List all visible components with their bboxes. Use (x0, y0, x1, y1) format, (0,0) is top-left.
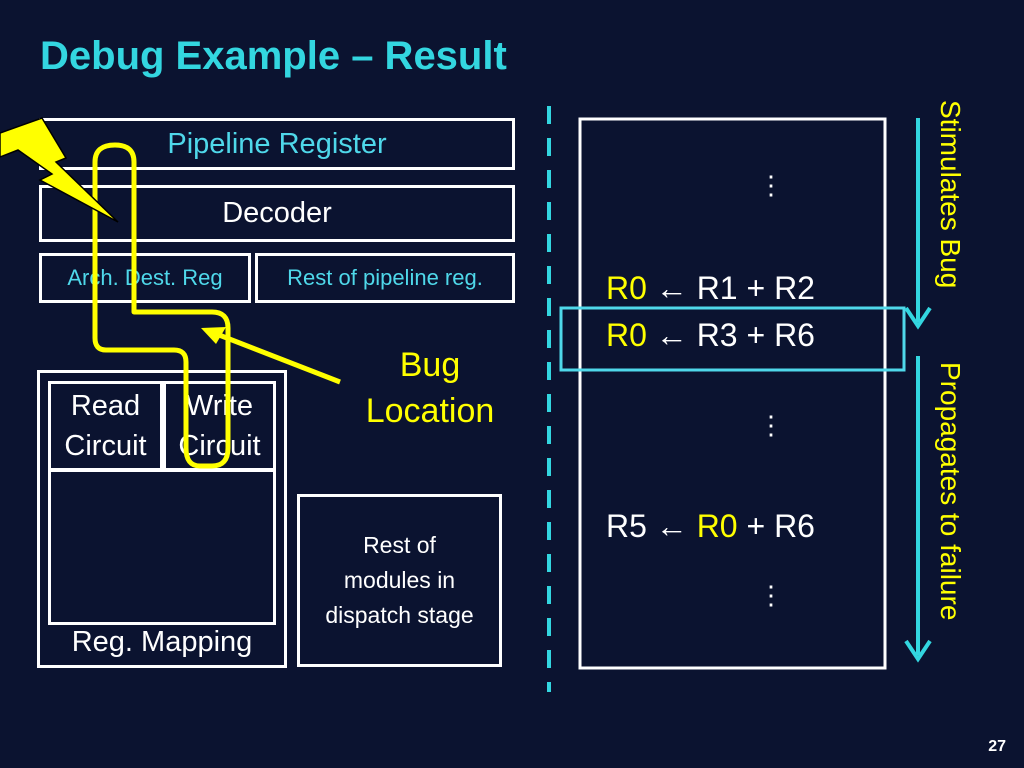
bug-location-line-1: Bug (399, 346, 461, 384)
read-circuit-label-2: Circuit (64, 430, 147, 462)
reg-mapping-box (37, 370, 287, 668)
instruction-3-operands: + R6 (737, 508, 815, 544)
bug-pointer-arrowhead (201, 327, 226, 344)
instruction-3-dest: R5 (606, 508, 647, 544)
instruction-3-src: R0 (696, 508, 738, 544)
instruction-2-operands: R3 + R6 (696, 317, 815, 353)
instruction-1-operands: R1 + R2 (696, 270, 815, 306)
read-circuit-label-1: Read (70, 390, 141, 422)
write-circuit-label-2: Circuit (178, 430, 261, 462)
page-number: 27 (988, 738, 1006, 755)
read-circuit-box: Read Circuit (48, 381, 163, 471)
propagates-to-failure-label: Propagates to failure (935, 362, 966, 621)
pipeline-register-label: Pipeline Register (167, 127, 387, 160)
instruction-3: R5 ← R0 + R6 (606, 508, 815, 545)
write-circuit-box: Write Circuit (163, 381, 276, 471)
rest-modules-label-2: modules in (343, 567, 456, 593)
rest-pipeline-reg-box: Rest of pipeline reg. (255, 253, 515, 303)
pipeline-register-box: Pipeline Register (39, 118, 515, 170)
lightning-bolt-icon (0, 117, 119, 223)
ellipsis-middle: ⋮ (758, 410, 784, 440)
instruction-1-dest: R0 (606, 270, 647, 306)
bug-path (92, 142, 231, 469)
reg-mapping-label: Reg. Mapping (71, 626, 253, 658)
left-arrow-icon: ← (646, 270, 697, 306)
write-circuit-label-1: Write (185, 390, 254, 422)
rest-modules-label-1: Rest of (363, 532, 436, 558)
reg-mapping-inner-box (48, 469, 276, 625)
rest-modules-box: Rest of modules in dispatch stage (297, 494, 502, 667)
left-arrow-icon: ← (646, 508, 697, 544)
instruction-panel (578, 117, 887, 670)
decoder-label: Decoder (222, 197, 332, 229)
decoder-box: Decoder (39, 185, 515, 242)
ellipsis-bottom: ⋮ (758, 580, 784, 610)
bug-location-label: Bug Location (340, 342, 520, 434)
instruction-2: R0 ← R3 + R6 (606, 317, 815, 354)
rest-modules-label-3: dispatch stage (325, 602, 474, 628)
bug-location-line-2: Location (365, 392, 495, 430)
bug-pointer-arrow (213, 330, 341, 385)
stimulates-bug-label: Stimulates Bug (935, 100, 966, 289)
ellipsis-top: ⋮ (758, 170, 784, 200)
instruction-1: R0 ← R1 + R2 (606, 270, 815, 307)
instruction-2-dest: R0 (606, 317, 647, 353)
slide-title: Debug Example – Result (40, 34, 507, 78)
stimulates-arrowhead (904, 306, 932, 330)
bug-instruction-highlight (559, 306, 906, 372)
rest-pipeline-reg-label: Rest of pipeline reg. (287, 265, 483, 290)
propagates-arrowhead (904, 639, 932, 663)
left-arrow-icon: ← (646, 317, 697, 353)
